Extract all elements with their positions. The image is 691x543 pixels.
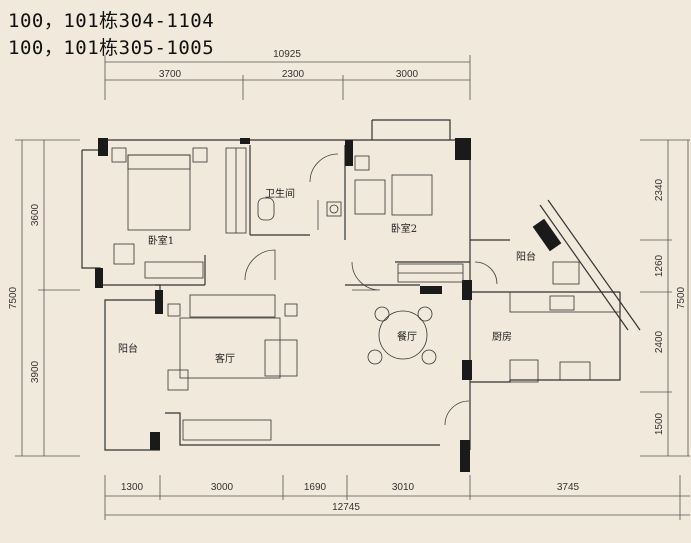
dim-left-seg-2: 3900 xyxy=(30,360,41,383)
right-dimensions xyxy=(640,139,690,457)
dim-top-seg-2: 2300 xyxy=(282,69,305,80)
plan-title-line-2: 100，101栋305-1005 xyxy=(8,37,215,59)
dim-top-seg-1: 3700 xyxy=(159,69,182,80)
dim-bottom-seg-3: 1690 xyxy=(304,482,327,493)
room-label-kitchen: 厨房 xyxy=(492,330,512,343)
left-dimensions xyxy=(15,139,80,457)
dim-bottom-seg-4: 3010 xyxy=(392,482,415,493)
dim-right-seg-2: 1260 xyxy=(654,254,665,277)
dim-right-seg-3: 2400 xyxy=(654,330,665,353)
room-label-dining: 餐厅 xyxy=(397,330,417,343)
dim-right-seg-4: 1500 xyxy=(654,412,665,435)
room-label-balcony-right: 阳台 xyxy=(516,250,536,263)
dim-bottom-total: 12745 xyxy=(332,502,360,513)
room-label-bedroom2: 卧室2 xyxy=(391,222,417,235)
dim-bottom-seg-1: 1300 xyxy=(121,482,144,493)
room-label-bedroom1: 卧室1 xyxy=(148,234,174,247)
dim-right-seg-1: 2340 xyxy=(654,178,665,201)
top-dimensions xyxy=(104,55,471,100)
dim-bottom-seg-5: 3745 xyxy=(557,482,580,493)
dim-top-seg-3: 3000 xyxy=(396,69,419,80)
dim-right-total: 7500 xyxy=(676,286,687,309)
room-label-living: 客厅 xyxy=(215,352,235,365)
dim-bottom-seg-2: 3000 xyxy=(211,482,234,493)
dim-left-seg-1: 3600 xyxy=(30,203,41,226)
dim-top-total: 10925 xyxy=(273,49,301,60)
walls-columns xyxy=(95,138,562,472)
walls-thin xyxy=(81,119,641,451)
room-label-bathroom: 卫生间 xyxy=(265,187,295,200)
doors xyxy=(244,153,498,426)
room-label-balcony-left: 阳台 xyxy=(118,342,138,355)
dim-left-total: 7500 xyxy=(8,286,19,309)
bottom-dimensions xyxy=(104,475,690,520)
plan-title-line-1: 100，101栋304-1104 xyxy=(8,10,215,32)
furniture xyxy=(111,147,621,441)
